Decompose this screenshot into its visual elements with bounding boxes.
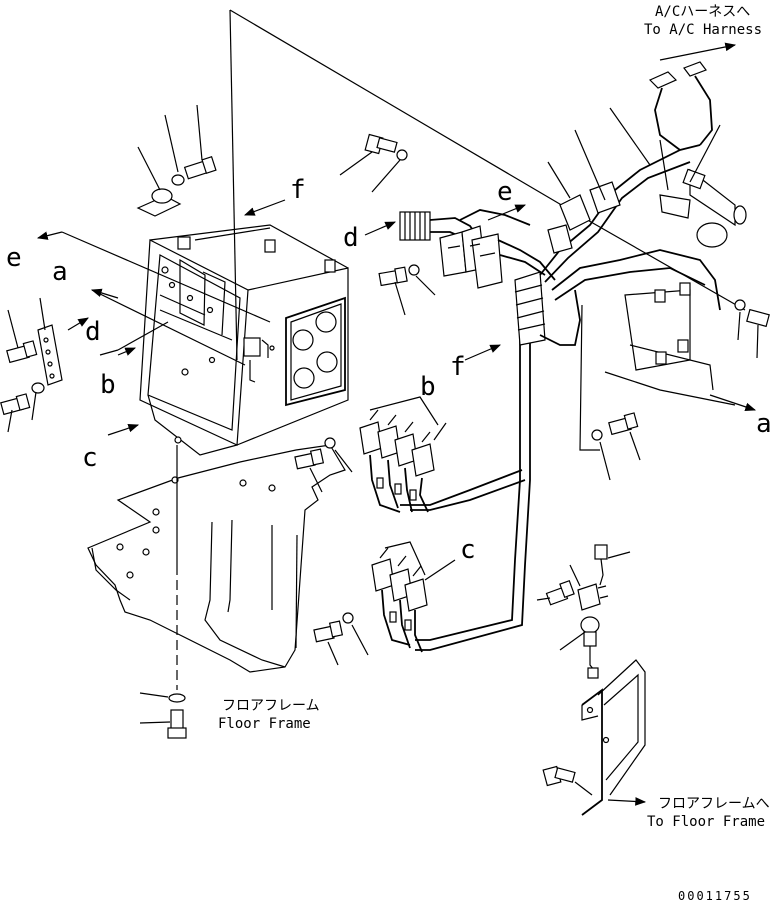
leader-lines bbox=[61, 9, 746, 406]
callout-d-left: d bbox=[85, 317, 101, 347]
controller-box bbox=[139, 9, 349, 456]
caption-floor-frame-jp: フロアフレーム bbox=[222, 698, 320, 714]
callout-e-mid: e bbox=[497, 177, 513, 207]
callout-b-right: b bbox=[420, 372, 436, 402]
callout-d-mid: d bbox=[343, 223, 359, 253]
callout-b-left: b bbox=[100, 370, 116, 400]
caption-to-floor-frame-jp: フロアフレームへ bbox=[658, 796, 770, 812]
relay-group-c bbox=[313, 541, 456, 666]
callout-f-top: f bbox=[290, 175, 306, 205]
caption-to-floor-frame-en: To Floor Frame bbox=[647, 814, 765, 830]
direction-arrows bbox=[36, 42, 757, 806]
ground-assembly bbox=[536, 544, 646, 816]
right-mid-bolt bbox=[591, 412, 641, 481]
caption-floor-frame-en: Floor Frame bbox=[218, 716, 311, 732]
callout-c-left: c bbox=[82, 443, 98, 473]
top-bracket-assembly bbox=[136, 104, 217, 217]
callout-a-right: a bbox=[756, 409, 772, 439]
relay-group-upper bbox=[339, 133, 556, 316]
callout-f-mid: f bbox=[450, 352, 466, 382]
relay-group-b bbox=[294, 396, 447, 513]
caption-ac-harness-jp: A/Cハーネスへ bbox=[655, 4, 750, 20]
callout-e-left: e bbox=[6, 243, 22, 273]
callout-a-left: a bbox=[52, 257, 68, 287]
drawing-number: 00011755 bbox=[678, 889, 752, 903]
mount-bolt-stack bbox=[139, 445, 187, 739]
wire-harness bbox=[400, 61, 770, 651]
left-plate-assembly bbox=[0, 297, 63, 433]
floor-frame-plate bbox=[87, 444, 346, 673]
callout-c-right: c bbox=[460, 535, 476, 565]
caption-ac-harness-en: To A/C Harness bbox=[644, 22, 762, 38]
